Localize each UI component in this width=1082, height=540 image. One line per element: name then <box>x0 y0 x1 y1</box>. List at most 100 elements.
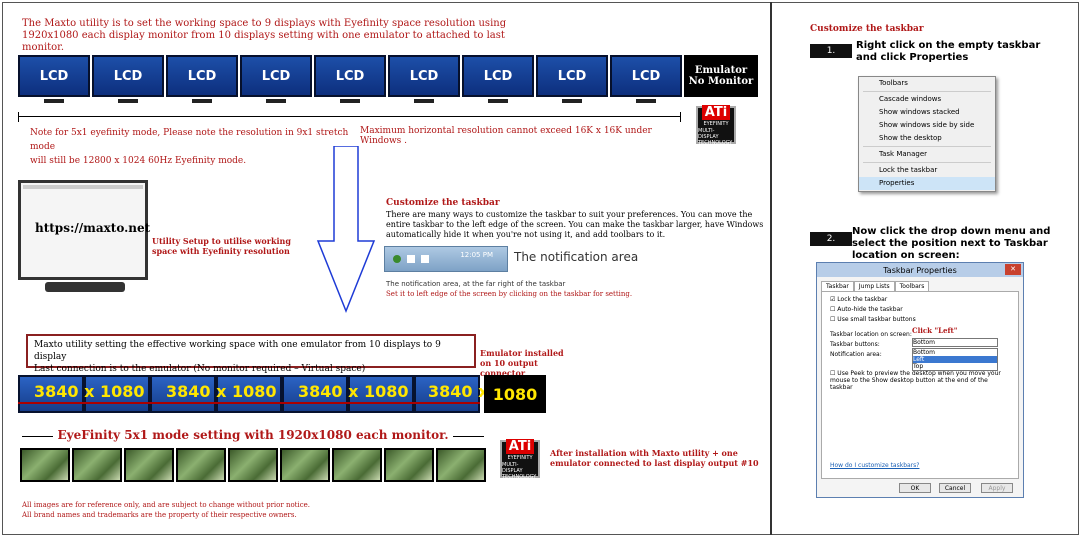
notification-area-image: 12:05 PM <box>384 246 508 272</box>
lcd-row: LCD LCD LCD LCD LCD LCD LCD LCD LCD Emul… <box>18 55 758 97</box>
taskbar-context-menu: Toolbars Cascade windows Show windows st… <box>858 76 996 192</box>
lcd-monitor: LCD <box>536 55 608 97</box>
menu-item-stacked[interactable]: Show windows stacked <box>859 106 995 119</box>
disclaimer-line-1: All images are for reference only, and a… <box>22 500 310 510</box>
monitor-illustration: https://maxto.net <box>18 180 148 280</box>
ati-logo-text: ATi <box>506 439 534 454</box>
resolution-label: 3840 x 1080 <box>298 382 409 401</box>
notification-caption: The notification area, at the far right … <box>386 280 565 288</box>
menu-item-show-desktop[interactable]: Show the desktop <box>859 132 995 145</box>
dropdown-option-bottom[interactable]: Bottom <box>913 349 997 356</box>
network-icon <box>393 255 401 263</box>
emulator-box: EmulatorNo Monitor <box>684 55 758 97</box>
eyefinity-caption: EyeFinity 5x1 mode setting with 1920x108… <box>22 428 484 442</box>
utility-setup-caption: Utility Setup to utilise working space w… <box>152 236 312 256</box>
wallpaper-frame <box>20 448 70 482</box>
disclaimer-line-2: All brand names and trademarks are the p… <box>22 510 310 520</box>
menu-item-cascade[interactable]: Cascade windows <box>859 93 995 106</box>
menu-item-properties[interactable]: Properties <box>859 177 995 190</box>
menu-item-lock-taskbar[interactable]: Lock the taskbar <box>859 164 995 177</box>
down-arrow-icon <box>316 146 376 316</box>
wallpaper-frame <box>332 448 382 482</box>
working-space-box: Maxto utility setting the effective work… <box>26 334 476 368</box>
working-space-line-1: Maxto utility setting the effective work… <box>34 339 468 363</box>
customize-title: Customize the taskbar <box>386 198 500 208</box>
after-install-caption: After installation with Maxto utility + … <box>550 448 760 468</box>
wallpaper-frame <box>280 448 330 482</box>
close-icon[interactable]: ✕ <box>1005 264 1021 275</box>
option-small-buttons-label: Use small taskbar buttons <box>837 316 915 323</box>
option-lock-label: Lock the taskbar <box>837 296 887 303</box>
lcd-monitor: LCD <box>610 55 682 97</box>
wallpaper-frame <box>176 448 226 482</box>
note-max-resolution: Maximum horizontal resolution cannot exc… <box>360 126 690 146</box>
help-link[interactable]: How do I customize taskbars? <box>830 462 919 469</box>
image-strip <box>20 448 486 482</box>
tab-jump-lists[interactable]: Jump Lists <box>854 281 895 291</box>
menu-item-toolbars[interactable]: Toolbars <box>859 77 995 90</box>
maxto-url: https://maxto.net <box>35 221 150 235</box>
taskbar-properties-dialog: Taskbar Properties ✕ Taskbar Jump Lists … <box>816 262 1024 498</box>
intro-text: The Maxto utility is to set the working … <box>22 18 522 54</box>
span-tick-right <box>680 112 681 122</box>
option-lock[interactable]: ☑ Lock the taskbar <box>830 296 1010 303</box>
span-line <box>18 116 680 117</box>
ati-sub-text: EYEFINITY <box>703 121 728 127</box>
lcd-monitor: LCD <box>314 55 386 97</box>
wallpaper-frame <box>436 448 486 482</box>
location-value: Bottom <box>913 339 935 346</box>
intro-line-2: 1920x1080 each display monitor from 10 d… <box>22 30 522 54</box>
emulator-installed-caption: Emulator installed on 10 output connecto… <box>480 348 570 378</box>
menu-separator <box>863 162 991 163</box>
lcd-monitor: LCD <box>240 55 312 97</box>
lcd-monitor: LCD <box>18 55 90 97</box>
ok-button[interactable]: OK <box>899 483 931 493</box>
ati-tag-text: MULTI-DISPLAY TECHNOLOGY <box>698 128 734 146</box>
click-left-annotation: Click "Left" <box>912 326 957 335</box>
eyefinity-label: EyeFinity 5x1 mode setting with 1920x108… <box>53 428 452 442</box>
location-dropdown-list: Bottom Left Top <box>912 348 998 371</box>
resolution-label: 3840 x 1080 <box>428 382 484 401</box>
tab-taskbar[interactable]: Taskbar <box>821 281 854 291</box>
cancel-button[interactable]: Cancel <box>939 483 971 493</box>
tab-toolbars[interactable]: Toolbars <box>895 281 930 291</box>
ati-tag-text: MULTI-DISPLAY TECHNOLOGY <box>502 462 538 480</box>
wallpaper-frame <box>72 448 122 482</box>
speaker-icon <box>421 255 429 263</box>
note-stretch: Note for 5x1 eyefinity mode, Please note… <box>30 126 360 168</box>
dialog-body: ☑ Lock the taskbar ☐ Auto-hide the taskb… <box>821 291 1019 479</box>
option-peek[interactable]: ☐ Use Peek to preview the desktop when y… <box>830 370 1010 391</box>
dialog-titlebar: Taskbar Properties ✕ <box>817 263 1023 277</box>
option-autohide-label: Auto-hide the taskbar <box>837 306 902 313</box>
dropdown-option-left[interactable]: Left <box>913 356 997 363</box>
notification-area-title: The notification area <box>514 250 638 264</box>
option-small-buttons[interactable]: ☐ Use small taskbar buttons <box>830 316 1010 323</box>
working-space-line-2: Last connection is to the emulator (No m… <box>34 363 468 375</box>
clock-time: 12:05 PM <box>460 251 493 259</box>
monitor-stand <box>45 282 125 292</box>
wallpaper-frame <box>124 448 174 482</box>
step-2-text: Now click the drop down menu and select … <box>852 226 1074 262</box>
emulator-1080-label: 1080 <box>484 375 546 413</box>
step-1-badge: 1. <box>810 44 852 58</box>
option-autohide[interactable]: ☐ Auto-hide the taskbar <box>830 306 1010 313</box>
option-peek-label: Use Peek to preview the desktop when you… <box>830 370 1001 391</box>
ati-eyefinity-logo-2: ATi EYEFINITY MULTI-DISPLAY TECHNOLOGY <box>500 440 540 478</box>
lcd-monitor: LCD <box>388 55 460 97</box>
flag-icon <box>407 255 415 263</box>
menu-item-task-manager[interactable]: Task Manager <box>859 148 995 161</box>
step-1-text: Right click on the empty taskbar and cli… <box>856 40 1056 64</box>
note-line-2: will still be 12800 x 1024 60Hz Eyefinit… <box>30 154 360 168</box>
right-title: Customize the taskbar <box>810 24 924 34</box>
intro-line-1: The Maxto utility is to set the working … <box>22 18 522 30</box>
wallpaper-frame <box>384 448 434 482</box>
apply-button[interactable]: Apply <box>981 483 1013 493</box>
no-monitor-label: No Monitor <box>689 76 754 87</box>
location-dropdown[interactable]: Bottom <box>912 338 998 347</box>
menu-item-side-by-side[interactable]: Show windows side by side <box>859 119 995 132</box>
wallpaper-frame <box>228 448 278 482</box>
span-tick-left <box>18 112 19 122</box>
menu-separator <box>863 91 991 92</box>
dropdown-option-top[interactable]: Top <box>913 363 997 370</box>
ati-eyefinity-logo: ATi EYEFINITY MULTI-DISPLAY TECHNOLOGY <box>696 106 736 144</box>
